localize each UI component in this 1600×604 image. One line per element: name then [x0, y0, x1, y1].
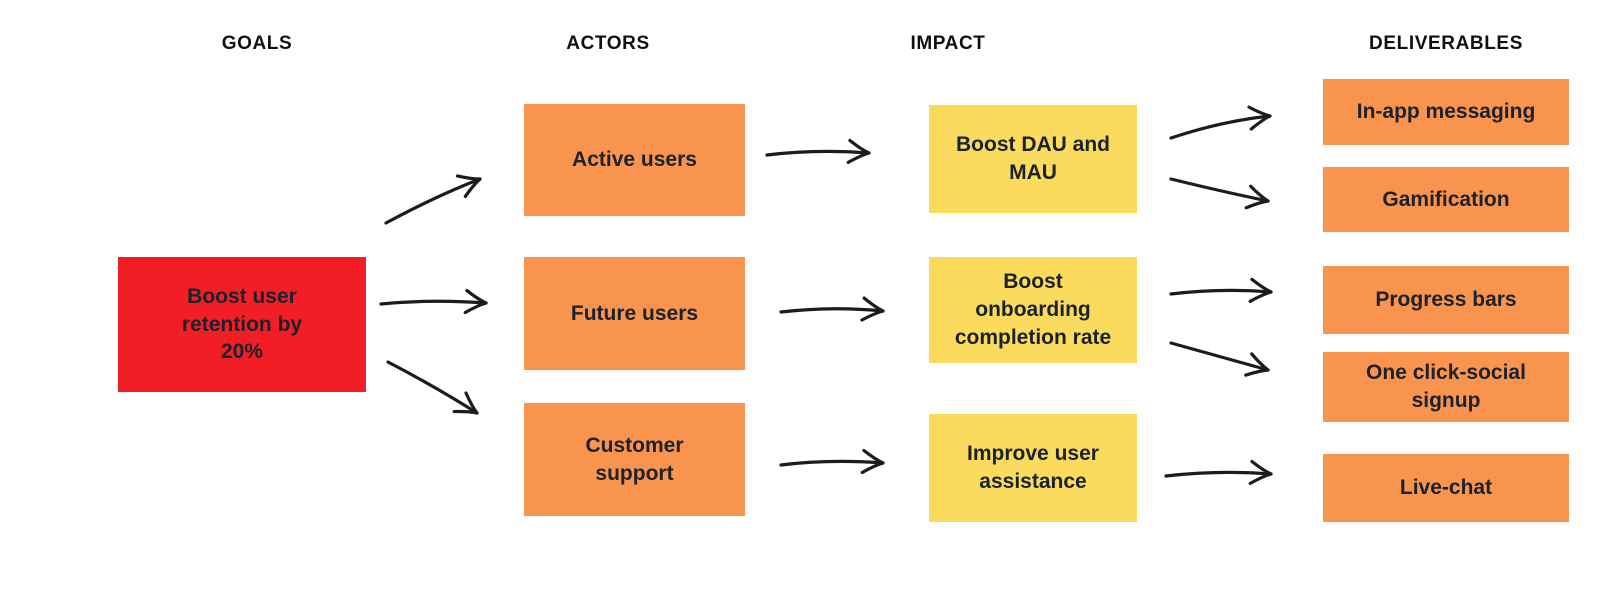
node-active-users-label: Active users: [572, 148, 697, 172]
arrow-goal-to-customer-support: [386, 360, 479, 415]
node-customer-support-label: Customer support: [585, 433, 684, 485]
arrow-boost-dau-mau-to-gamification: [1169, 177, 1270, 210]
node-progress-bars-label: Progress bars: [1375, 288, 1517, 312]
column-header-deliverables: DELIVERABLES: [1369, 33, 1523, 54]
node-progress-bars: Progress bars: [1323, 266, 1569, 334]
node-goal: Boost user retention by 20%: [118, 257, 366, 392]
column-header-impact: IMPACT: [910, 33, 986, 54]
node-boost-dau-mau-label: Boost DAU and MAU: [956, 133, 1110, 184]
node-live-chat: Live-chat: [1323, 454, 1569, 522]
arrow-improve-assistance-to-live-chat: [1164, 459, 1273, 486]
node-customer-support: Customer support: [524, 403, 745, 516]
column-header-goals: GOALS: [221, 33, 293, 54]
node-goal-label: Boost user retention by 20%: [181, 284, 303, 364]
node-in-app-messaging: In-app messaging: [1323, 79, 1569, 145]
arrow-boost-onboarding-to-one-click-social: [1169, 341, 1270, 377]
column-header-actors: ACTORS: [566, 33, 650, 54]
node-one-click-social-label: One click-social signup: [1366, 361, 1526, 412]
node-improve-assistance: Improve user assistance: [929, 414, 1137, 522]
arrow-goal-to-active-users: [384, 174, 482, 225]
node-future-users: Future users: [524, 257, 745, 370]
arrow-boost-onboarding-to-progress-bars: [1169, 277, 1273, 303]
node-boost-dau-mau: Boost DAU and MAU: [929, 105, 1137, 213]
node-boost-onboarding: Boost onboarding completion rate: [929, 257, 1137, 363]
arrow-boost-dau-mau-to-in-app-messaging: [1169, 105, 1272, 140]
node-gamification: Gamification: [1323, 167, 1569, 232]
node-improve-assistance-label: Improve user assistance: [967, 442, 1099, 493]
node-in-app-messaging-label: In-app messaging: [1356, 100, 1536, 124]
node-one-click-social: One click-social signup: [1323, 352, 1569, 422]
arrow-customer-support-to-improve-assistance: [779, 448, 885, 475]
arrow-goal-to-future-users: [379, 288, 488, 315]
node-boost-onboarding-label: Boost onboarding completion rate: [954, 270, 1112, 349]
node-gamification-label: Gamification: [1382, 187, 1510, 211]
node-future-users-label: Future users: [570, 301, 699, 325]
arrow-active-users-to-boost-dau-mau: [765, 138, 871, 165]
arrow-future-users-to-boost-onboarding: [779, 296, 885, 322]
node-active-users: Active users: [524, 104, 745, 216]
node-live-chat-label: Live-chat: [1399, 476, 1493, 500]
